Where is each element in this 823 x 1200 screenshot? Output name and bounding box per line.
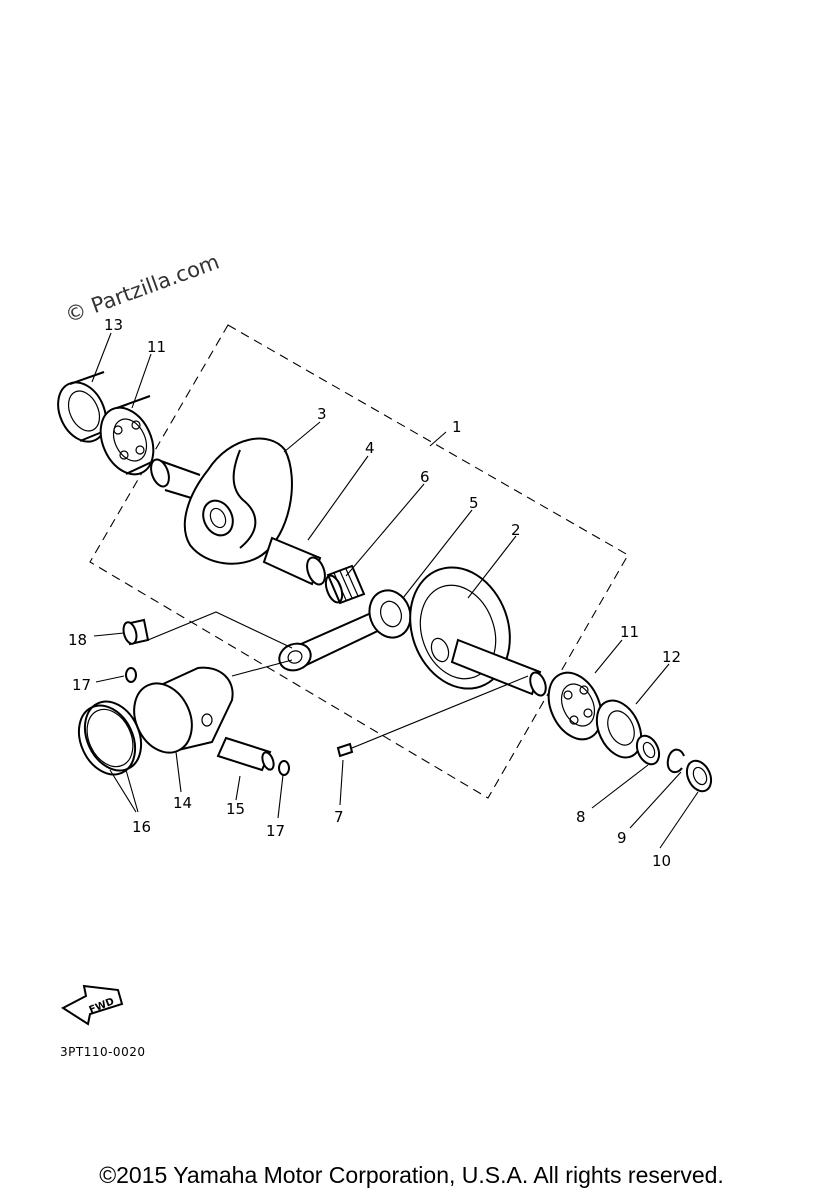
woodruff-key-7 [336, 742, 354, 758]
callout-5: 5 [469, 494, 479, 512]
callout-15: 15 [226, 800, 245, 818]
callout-17-lower: 17 [266, 822, 285, 840]
piston-pin-clip-17-upper [125, 667, 137, 683]
nut-10 [685, 759, 713, 793]
callout-8: 8 [576, 808, 586, 826]
piston-rings-16 [77, 700, 143, 776]
oil-seal-13 [57, 371, 113, 443]
crank-half-3 [150, 437, 293, 565]
piston-pin-15 [216, 736, 275, 772]
callout-11-right: 11 [620, 623, 639, 641]
callout-9: 9 [617, 829, 627, 847]
callout-2: 2 [511, 521, 521, 539]
piston-pin-clip-17-lower [278, 760, 290, 776]
bearing-11-left [99, 395, 157, 476]
callout-10: 10 [652, 852, 671, 870]
callout-14: 14 [173, 794, 192, 812]
callout-16: 16 [132, 818, 151, 836]
copyright-notice: ©2015 Yamaha Motor Corporation, U.S.A. A… [99, 1162, 724, 1188]
callout-12: 12 [662, 648, 681, 666]
leader-lines [91, 332, 699, 849]
callout-13: 13 [104, 316, 123, 334]
small-bearing-18 [122, 618, 150, 646]
bearing-11-right [547, 671, 603, 741]
callout-1: 1 [452, 418, 462, 436]
crank-pin-4 [262, 536, 326, 586]
callout-6: 6 [420, 468, 430, 486]
callout-7: 7 [334, 808, 344, 826]
crank-half-2 [409, 566, 547, 697]
callout-11-left: 11 [147, 338, 166, 356]
lock-washer-9 [666, 748, 685, 774]
callout-17-upper: 17 [72, 676, 91, 694]
callout-18: 18 [68, 631, 87, 649]
diagram-code: 3PT110-0020 [60, 1045, 146, 1059]
piston-14 [133, 666, 234, 754]
callout-4: 4 [365, 439, 375, 457]
callout-3: 3 [317, 405, 327, 423]
oil-seal-12 [595, 699, 643, 759]
needle-bearing-6 [324, 564, 366, 605]
fwd-arrow-icon: FWD [61, 984, 124, 1026]
crankshaft-assembly-boundary [89, 324, 629, 799]
washer-8 [635, 734, 661, 766]
connecting-rod-5 [278, 589, 412, 672]
